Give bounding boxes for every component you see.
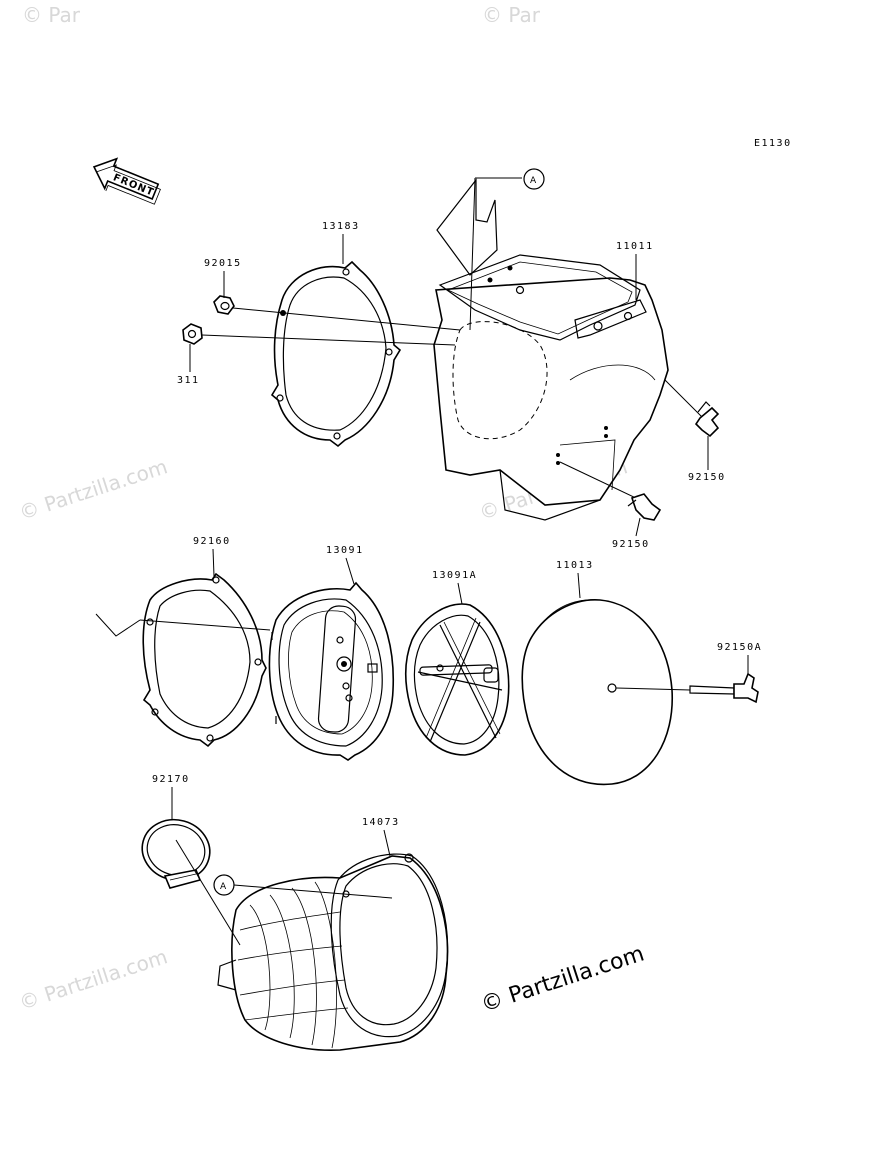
diagram-code: E1130 [754, 138, 792, 149]
air-box-11011 [433, 178, 669, 521]
label-13091A: 13091A [432, 570, 477, 581]
label-92150-bottom: 92150 [612, 539, 650, 550]
label-92150-top: 92150 [688, 472, 726, 483]
air-filter-11013 [521, 599, 673, 786]
watermark-corner-left: © Par [22, 3, 81, 27]
filter-holder-13091 [268, 581, 395, 761]
label-92015: 92015 [204, 258, 242, 269]
label-92160: 92160 [193, 536, 231, 547]
clamp-92170 [141, 818, 211, 889]
label-14073: 14073 [362, 817, 400, 828]
watermark-faint-3: © Partzilla.com [16, 944, 170, 1015]
label-13091: 13091 [326, 545, 364, 556]
air-duct-14073 [217, 853, 449, 1052]
watermark-faint-1: © Partzilla.com [16, 454, 170, 525]
ref-marker-a-top [523, 168, 545, 190]
gasket-92160 [142, 572, 267, 748]
ref-marker-a-top-label: A [530, 176, 537, 186]
label-311: 311 [177, 375, 200, 386]
bolt-92150-bottom [559, 461, 662, 521]
front-arrow-icon: FRONT [92, 157, 161, 205]
label-92170: 92170 [152, 774, 190, 785]
wing-bolt-92150A [615, 672, 759, 704]
filter-cage-13091A [404, 603, 510, 756]
ref-marker-a-bottom-label: A [220, 882, 227, 892]
label-11011: 11011 [616, 241, 654, 252]
watermark-corner-right: © Par [482, 3, 541, 27]
nut-311 [182, 323, 203, 345]
watermark-main: © Partzilla.com [478, 941, 647, 1017]
label-13183: 13183 [322, 221, 360, 232]
gasket-13183 [270, 260, 402, 448]
label-92150A: 92150A [717, 642, 762, 653]
label-11013: 11013 [556, 560, 594, 571]
nut-92015 [213, 295, 235, 315]
bolt-92150-top [664, 379, 720, 438]
